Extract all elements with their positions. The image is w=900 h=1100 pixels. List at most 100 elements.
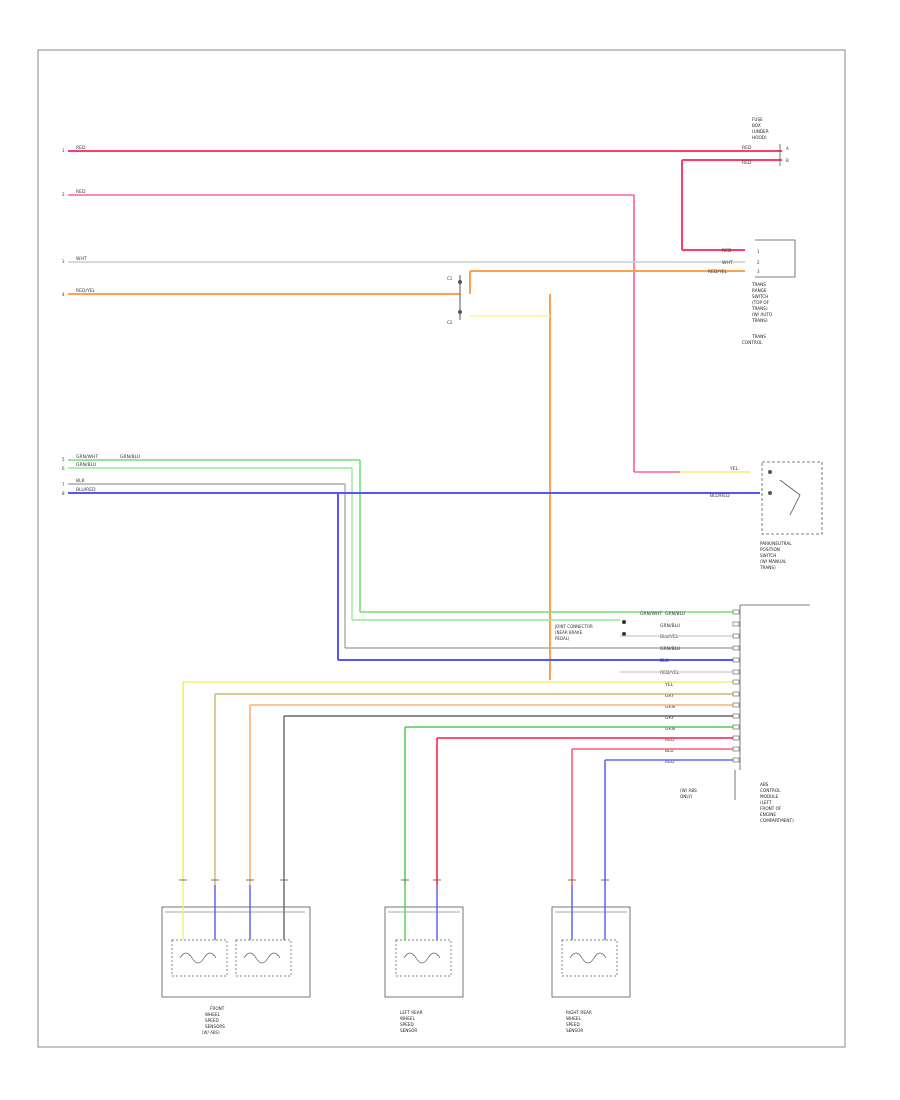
svg-text:SPEED: SPEED: [205, 1018, 219, 1023]
svg-text:ENGINE: ENGINE: [760, 812, 776, 817]
svg-text:WHT: WHT: [76, 256, 87, 262]
svg-text:(W/ MANUAL: (W/ MANUAL: [760, 559, 787, 564]
module-pin: [732, 746, 740, 752]
wire-orange: [68, 270, 745, 680]
svg-text:2: 2: [757, 260, 760, 265]
switch-label-b: C2: [447, 320, 453, 325]
svg-text:JOINT CONNECTOR: JOINT CONNECTOR: [554, 624, 593, 629]
svg-text:MODULE: MODULE: [760, 794, 779, 799]
switch-block: YEL BLU/RED PARK/NEUTRAL POSITION SWITCH…: [710, 461, 823, 570]
module-pin: [732, 702, 740, 708]
svg-text:SWITCH: SWITCH: [760, 553, 776, 558]
svg-text:CONTROL: CONTROL: [742, 340, 763, 345]
svg-text:TRANS: TRANS: [751, 282, 766, 287]
left-wire-labels: RED RED WHT RED/YEL GRN/WHT GRN/BLU GRN/…: [62, 145, 140, 496]
wire-yellow-sensor: [182, 681, 735, 885]
svg-text:RIGHT REAR: RIGHT REAR: [566, 1010, 592, 1015]
svg-text:SENSOR: SENSOR: [566, 1028, 583, 1033]
svg-text:SPEED: SPEED: [400, 1022, 414, 1027]
svg-text:6: 6: [62, 466, 65, 471]
wire-orange-sensor: [249, 704, 735, 885]
sensor-front-group: FRONT WHEEL SPEED SENSORS (W/ ABS): [161, 885, 311, 1035]
svg-text:ABS: ABS: [760, 782, 769, 787]
wire-blue-data: [68, 492, 760, 661]
svg-text:BLK: BLK: [76, 478, 86, 484]
svg-text:(LEFT: (LEFT: [760, 800, 772, 805]
module-pin: [732, 713, 740, 719]
abs-module-connector: [734, 604, 810, 800]
svg-text:TRANS): TRANS): [751, 318, 768, 323]
svg-text:GRY: GRY: [665, 693, 674, 699]
module-pins: [732, 609, 740, 763]
svg-text:SWITCH: SWITCH: [752, 294, 768, 299]
svg-text:1: 1: [757, 249, 760, 254]
svg-text:BLU/YEL: BLU/YEL: [660, 634, 679, 640]
svg-text:PEDAL): PEDAL): [555, 636, 570, 641]
module-pin: [732, 691, 740, 697]
svg-text:(TOP OF: (TOP OF: [752, 300, 770, 305]
svg-text:(W/ ABS: (W/ ABS: [680, 788, 697, 793]
wire-green-data: [68, 459, 735, 613]
svg-text:BOX: BOX: [752, 123, 761, 128]
wire-olive-sensor: [214, 693, 735, 885]
svg-text:GRN/BLU: GRN/BLU: [120, 454, 140, 460]
svg-text:GRN/WHT: GRN/WHT: [640, 611, 662, 617]
transmission-range-block: RED WHT RED/YEL 1 2 3 TRANS RANGE SWITCH…: [708, 239, 796, 345]
module-pin: [732, 757, 740, 763]
svg-text:A: A: [786, 146, 789, 151]
module-pin: [732, 633, 740, 639]
svg-text:BLU: BLU: [665, 748, 674, 754]
module-pin: [732, 657, 740, 663]
svg-text:WHEEL: WHEEL: [566, 1016, 582, 1021]
svg-text:GRN: GRN: [665, 704, 675, 710]
svg-text:RED/YEL: RED/YEL: [708, 269, 728, 275]
svg-text:RED/YEL: RED/YEL: [76, 288, 96, 294]
svg-text:POSITION: POSITION: [760, 547, 780, 552]
svg-text:YEL: YEL: [729, 466, 739, 472]
switch-label-a: C1: [447, 276, 453, 281]
svg-text:WHT: WHT: [722, 260, 733, 266]
svg-text:BLK: BLK: [660, 658, 670, 664]
abs-module-text: ABS CONTROL MODULE (LEFT FRONT OF ENGINE…: [680, 782, 794, 823]
wire-blue-sensor-right: [604, 759, 735, 885]
module-pin: [732, 645, 740, 651]
svg-text:GRN/WHT: GRN/WHT: [76, 454, 98, 460]
svg-text:4: 4: [62, 292, 65, 297]
svg-text:3: 3: [757, 269, 760, 274]
module-pin: [732, 735, 740, 741]
svg-text:FRONT: FRONT: [210, 1006, 225, 1011]
wire-gray-sensor: [283, 715, 735, 885]
svg-text:8: 8: [62, 491, 65, 496]
wire-gray-data: [68, 483, 735, 649]
svg-text:LEFT REAR: LEFT REAR: [400, 1010, 423, 1015]
svg-text:(UNDER: (UNDER: [752, 129, 769, 134]
svg-text:5: 5: [62, 457, 65, 462]
svg-text:TRANS): TRANS): [759, 565, 776, 570]
svg-text:SPEED: SPEED: [566, 1022, 580, 1027]
svg-text:RED: RED: [722, 248, 732, 254]
wire-red-sensor-left: [436, 737, 735, 885]
svg-text:B: B: [786, 158, 789, 163]
svg-text:RED: RED: [665, 737, 675, 743]
module-pin: [732, 724, 740, 730]
module-pin: [732, 621, 740, 627]
connector-top-right: FUSE BOX (UNDER HOOD) RED RED A B: [742, 117, 789, 166]
sensor-left-group: LEFT REAR WHEEL SPEED SENSOR: [384, 885, 464, 1033]
svg-text:GRN/BLU: GRN/BLU: [76, 462, 96, 468]
svg-text:RED/YEL: RED/YEL: [660, 670, 680, 676]
svg-text:PARK/NEUTRAL: PARK/NEUTRAL: [760, 541, 792, 546]
svg-text:RANGE: RANGE: [752, 288, 767, 293]
svg-text:(W/ AUTO: (W/ AUTO: [752, 312, 773, 317]
svg-text:SENSORS: SENSORS: [205, 1024, 225, 1029]
svg-text:CONTROL: CONTROL: [760, 788, 781, 793]
svg-text:HOOD): HOOD): [752, 135, 767, 140]
wire-blk-misc: [620, 635, 735, 673]
svg-text:TRANS: TRANS: [751, 334, 766, 339]
svg-text:WHEEL: WHEEL: [205, 1012, 221, 1017]
module-pin: [732, 669, 740, 675]
svg-text:RED: RED: [742, 145, 752, 151]
svg-text:GRY: GRY: [665, 715, 674, 721]
sensor-right-group: RIGHT REAR WHEEL SPEED SENSOR: [551, 885, 631, 1033]
svg-text:RED: RED: [76, 189, 86, 195]
